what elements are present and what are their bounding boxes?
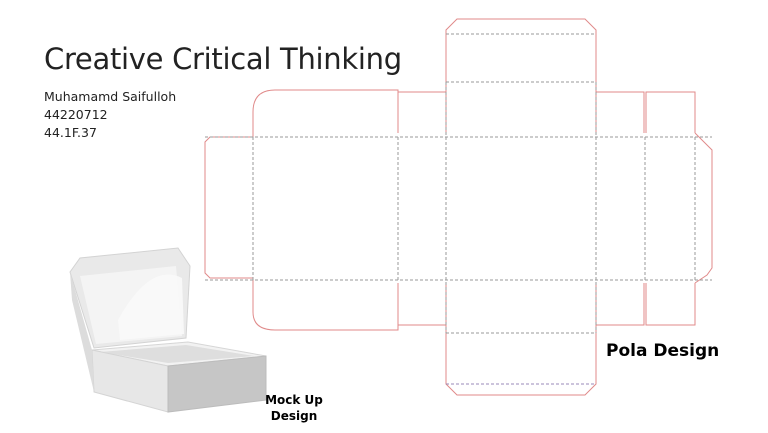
- left-panel: [14, 8, 186, 178]
- lid-bottom-flap: [445, 283, 597, 396]
- author-name: Muhamamd Saifulloh: [44, 89, 177, 104]
- dieline-cut-lines: [204, 18, 713, 396]
- left-rounded-panel: [252, 89, 399, 137]
- mockup-design-label: Mock Up Design: [262, 392, 326, 424]
- mockup-label-line1: Mock Up: [265, 393, 323, 407]
- student-id: 44220712: [44, 107, 108, 122]
- dust-flap-top-3: [645, 91, 696, 133]
- box-mockup-illustration: [69, 247, 267, 413]
- page-title: Creative Critical Thinking: [44, 42, 402, 76]
- class-code: 44.1F.37: [44, 125, 97, 140]
- dust-flap-bottom-3: [645, 283, 696, 326]
- pattern-design-label: Pola Design: [606, 341, 720, 361]
- mockup-label-line2: Design: [270, 409, 318, 423]
- right-end-tab: [694, 132, 713, 284]
- right-panel: [186, 8, 754, 423]
- dieline-fold-lines: [205, 33, 712, 385]
- lid-top-flap: [445, 18, 597, 133]
- left-rounded-panel-bottom: [252, 278, 399, 331]
